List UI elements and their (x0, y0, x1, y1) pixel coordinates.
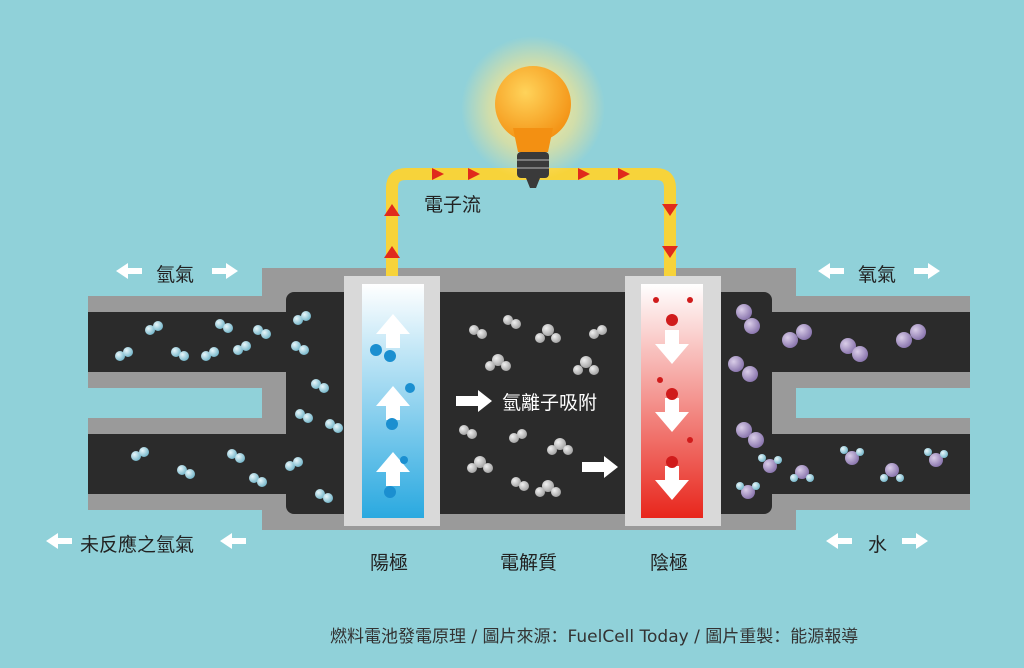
water-molecule-icon (736, 446, 948, 499)
water-label: 水 (868, 534, 888, 556)
electrolyte-molecules (459, 315, 607, 497)
unreacted-hydrogen-label: 未反應之氫氣 (80, 534, 195, 556)
electron-icons (653, 297, 693, 468)
oxygen-in-label: 氧氣 (858, 264, 897, 286)
electrolyte-label: 電解質 (500, 552, 558, 574)
left-channels (88, 296, 288, 510)
hydrogen-molecule-icon (115, 311, 343, 503)
caption: 燃料電池發電原理 / 圖片來源：FuelCell Today / 圖片重製：能源… (330, 627, 859, 647)
proton-icons (370, 344, 415, 498)
electron-flow-label: 電子流 (424, 194, 482, 216)
anode-arrows (376, 314, 410, 486)
anode-label: 陽極 (370, 552, 409, 574)
cathode-label: 陰極 (650, 552, 689, 574)
cathode-arrows (655, 330, 689, 500)
arrow-icon (456, 390, 618, 478)
external-arrows (46, 263, 940, 549)
electron-flow-arrows (384, 168, 678, 258)
oxygen-molecule-icon (728, 304, 926, 448)
hydrogen-in-label: 氫氣 (156, 264, 195, 286)
light-bulb-icon (461, 36, 605, 188)
hydrogen-ion-adsorption-label: 氫離子吸附 (502, 392, 598, 414)
